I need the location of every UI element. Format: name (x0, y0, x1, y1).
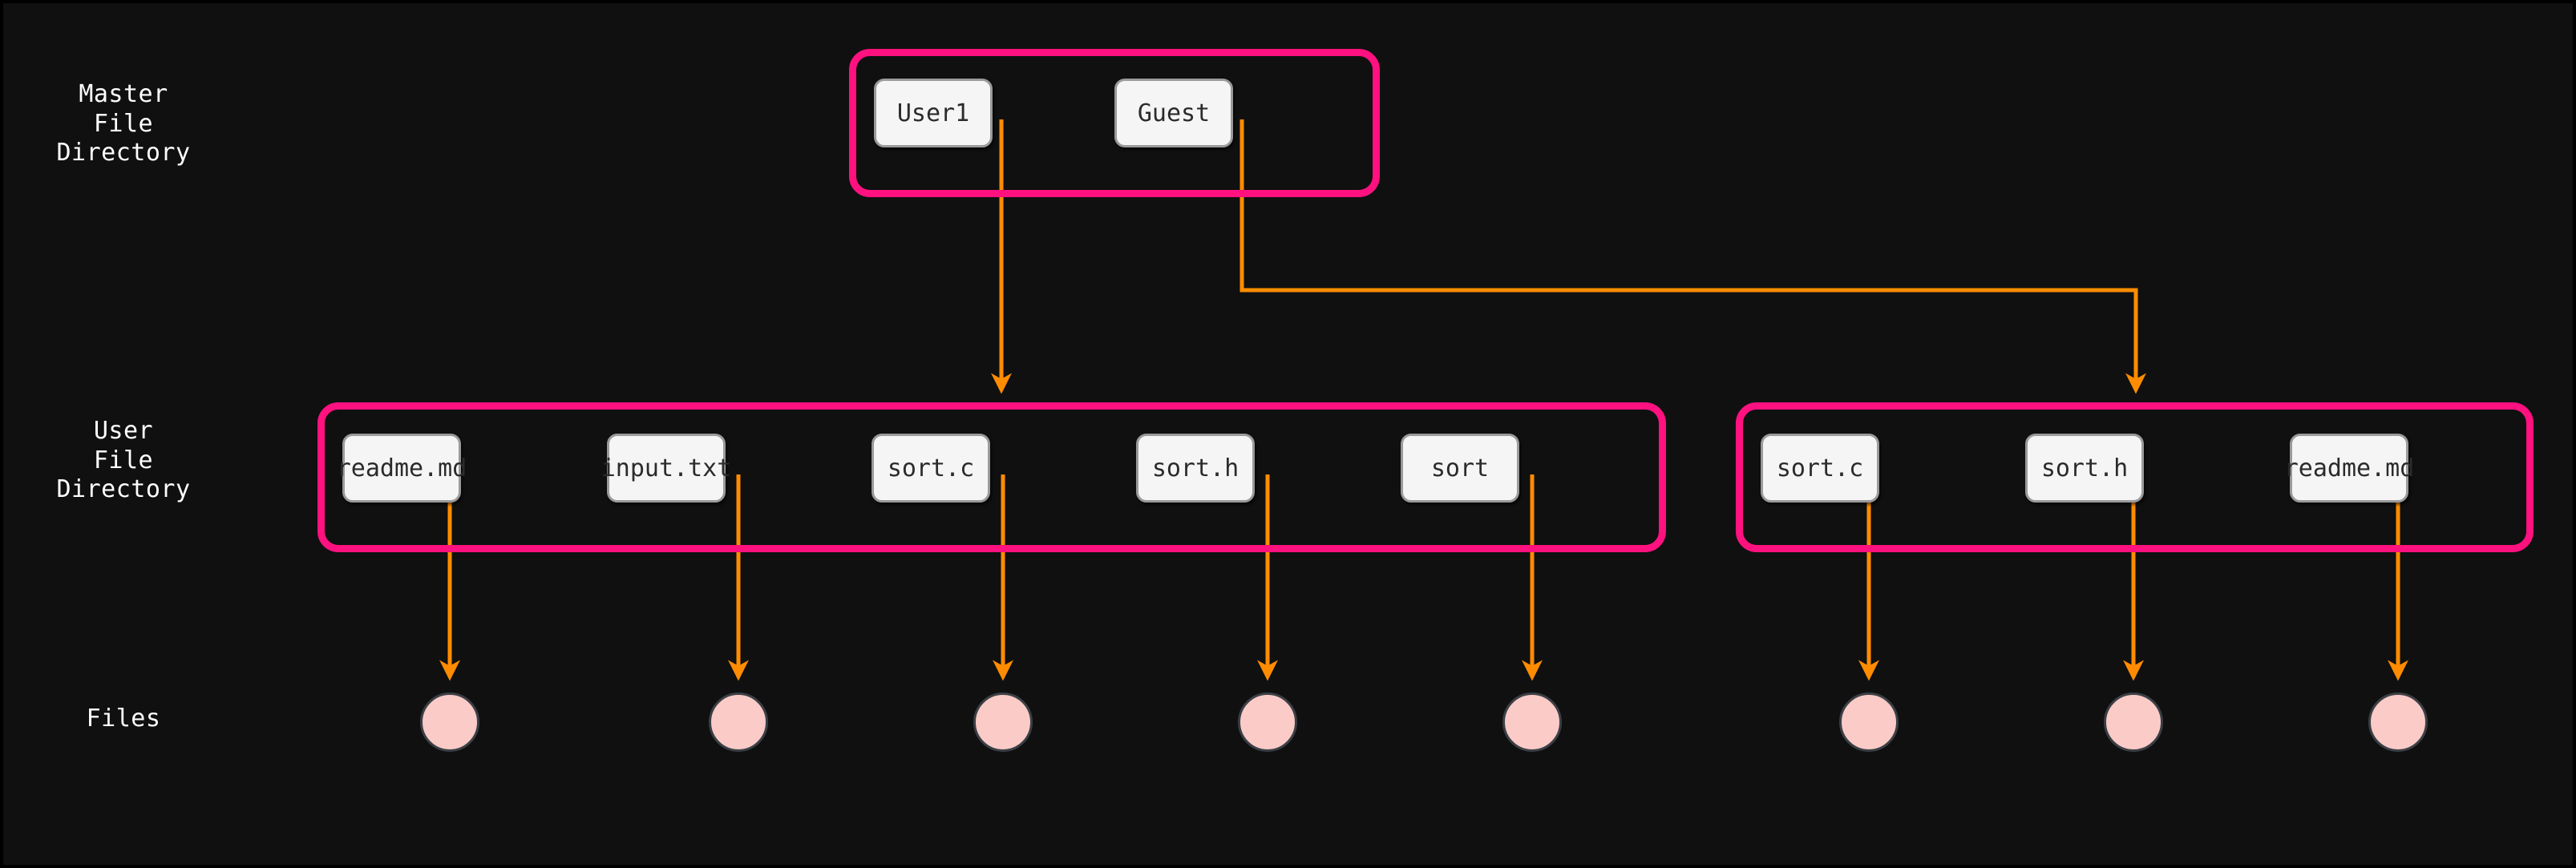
master-entry-user1[interactable]: User1 (874, 79, 993, 147)
file-circle-2[interactable] (709, 692, 768, 752)
user-file-directory-group-user1[interactable]: readme.md input.txt sort.c sort.h sort (317, 402, 1666, 552)
file-node-sort-c[interactable]: sort.c (871, 434, 990, 503)
file-circle-1[interactable] (420, 692, 479, 752)
file-circle-3[interactable] (973, 692, 1033, 752)
file-circle-5[interactable] (1502, 692, 1562, 752)
file-node-guest-sort-h[interactable]: sort.h (2025, 434, 2144, 503)
master-file-directory-group[interactable]: User1 Guest (849, 49, 1380, 197)
file-circle-8[interactable] (2368, 692, 2428, 752)
file-node-readme-md[interactable]: readme.md (337, 434, 467, 503)
file-node-guest-sort-c[interactable]: sort.c (1761, 434, 1879, 503)
file-node-guest-readme-md[interactable]: readme.md (2284, 434, 2414, 503)
row-label-master-file-directory: Master File Directory (56, 80, 191, 168)
file-circle-4[interactable] (1238, 692, 1297, 752)
user-file-directory-group-guest[interactable]: sort.c sort.h readme.md (1736, 402, 2534, 552)
row-label-user-file-directory: User File Directory (56, 417, 191, 504)
row-label-files: Files (86, 704, 161, 733)
file-circle-7[interactable] (2104, 692, 2163, 752)
master-entry-guest[interactable]: Guest (1114, 79, 1233, 147)
file-node-sort[interactable]: sort (1401, 434, 1519, 503)
file-node-input-txt[interactable]: input.txt (601, 434, 731, 503)
file-node-sort-h[interactable]: sort.h (1136, 434, 1255, 503)
file-circle-6[interactable] (1839, 692, 1899, 752)
